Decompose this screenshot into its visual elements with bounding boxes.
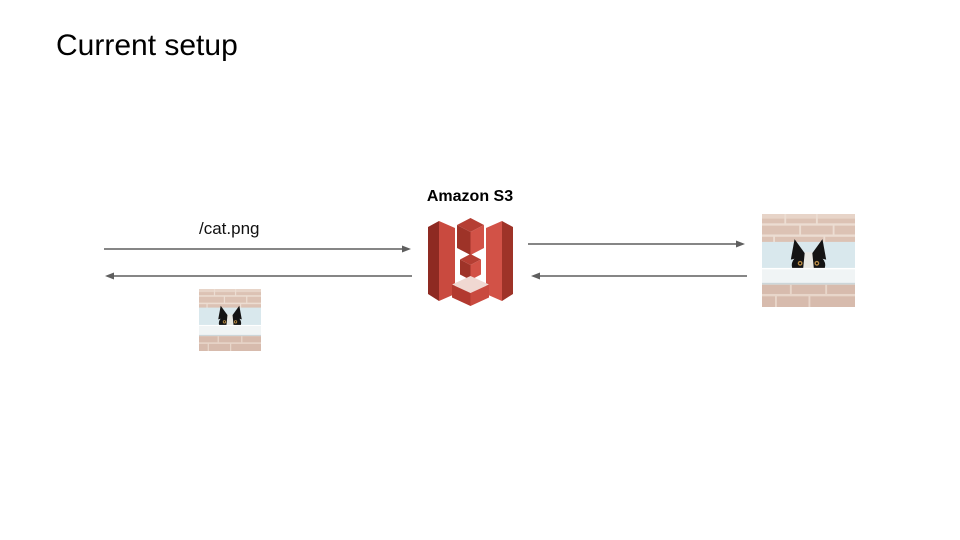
amazon-s3-label: Amazon S3 <box>426 188 514 205</box>
origin-request-arrow <box>528 240 745 248</box>
cat-image-small <box>199 289 261 351</box>
cat-image-large <box>762 214 855 307</box>
request-path-label: /cat.png <box>199 219 260 238</box>
page-title: Current setup <box>56 29 238 62</box>
client-request-arrow <box>104 245 411 253</box>
origin-response-arrow <box>531 272 747 280</box>
client-response-arrow <box>105 272 412 280</box>
amazon-s3-icon <box>428 218 513 306</box>
